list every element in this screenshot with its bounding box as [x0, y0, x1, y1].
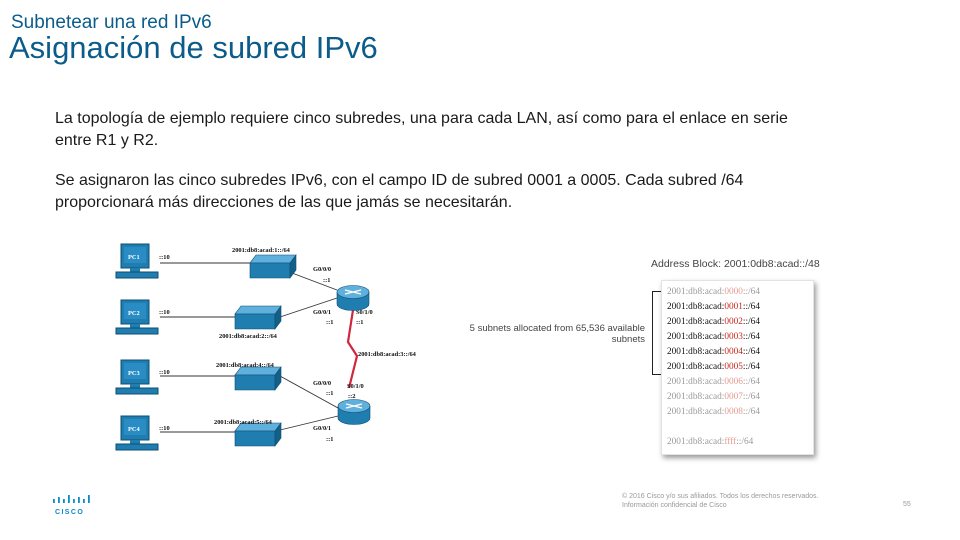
- interface-label: G0/0/0: [313, 380, 331, 387]
- interface-id: ::1: [326, 390, 333, 397]
- cisco-logo: CISCO: [53, 495, 90, 516]
- cisco-logo-text: CISCO: [55, 509, 84, 516]
- interface-label: S0/1/0: [356, 309, 373, 316]
- allocation-bracket: [652, 291, 661, 375]
- pc-label: PC2: [128, 310, 140, 317]
- pc1-icon: [115, 243, 159, 279]
- router-r2-icon: [337, 399, 371, 425]
- subnet-row: 2001:db8:acad:ffff::/64: [667, 437, 754, 447]
- page-number: 55: [903, 501, 911, 508]
- interface-id: ::1: [356, 319, 363, 326]
- allocated-note: 5 subnets allocated from 65,536 availabl…: [469, 323, 645, 345]
- pc2-icon: [115, 299, 159, 335]
- switch-icon: [234, 422, 282, 447]
- subnet-row: 2001:db8:acad:0004::/64: [667, 347, 760, 357]
- host-id: ::10: [159, 369, 170, 376]
- interface-label: G0/0/0: [313, 266, 331, 273]
- slide-subtitle: Subnetear una red IPv6: [11, 12, 212, 33]
- address-block-title: Address Block: 2001:0db8:acad::/48: [651, 258, 820, 270]
- subnet-row: 2001:db8:acad:0000::/64: [667, 287, 760, 297]
- pc-label: PC3: [128, 370, 140, 377]
- pc3-icon: [115, 359, 159, 395]
- network-prefix: 2001:db8:acad:2::/64: [219, 333, 278, 340]
- interface-label: S0/1/0: [347, 383, 364, 390]
- network-topology-diagram: PC1 PC2 PC3 PC4 ::10 ::10 ::10 ::10 2001…: [115, 243, 417, 451]
- slide-title: Asignación de subred IPv6: [9, 30, 378, 65]
- router-r1-icon: [336, 285, 370, 311]
- subnet-row: 2001:db8:acad:0003::/64: [667, 332, 760, 342]
- copyright-notice: © 2016 Cisco y/o sus afiliados. Todos lo…: [622, 493, 819, 509]
- interface-id: ::1: [326, 436, 333, 443]
- interface-label: G0/0/1: [313, 309, 331, 316]
- network-prefix: 2001:db8:acad:5::/64: [214, 419, 273, 426]
- switch-icon: [234, 366, 282, 391]
- subnet-row: 2001:db8:acad:0007::/64: [667, 392, 760, 402]
- pc4-icon: [115, 415, 159, 451]
- switch-icon: [249, 254, 297, 279]
- paragraph-assignment: Se asignaron las cinco subredes IPv6, co…: [55, 172, 744, 211]
- pc-label: PC4: [128, 426, 141, 433]
- pc-label: PC1: [128, 254, 140, 261]
- subnet-row: 2001:db8:acad:0001::/64: [667, 302, 760, 312]
- address-block-list: 2001:db8:acad:0000::/64 2001:db8:acad:00…: [661, 280, 814, 455]
- network-prefix: 2001:db8:acad:1::/64: [232, 247, 291, 254]
- network-prefix: 2001:db8:acad:3::/64: [358, 351, 417, 358]
- subnet-row: 2001:db8:acad:0006::/64: [667, 377, 760, 387]
- host-id: ::10: [159, 254, 170, 261]
- host-id: ::10: [159, 309, 170, 316]
- interface-id: ::2: [348, 393, 355, 400]
- subnet-row: 2001:db8:acad:0008::/64: [667, 407, 760, 417]
- interface-label: G0/0/1: [313, 425, 331, 432]
- subnet-row: 2001:db8:acad:0005::/64: [667, 362, 760, 372]
- interface-id: ::1: [323, 277, 330, 284]
- paragraph-topology: La topología de ejemplo requiere cinco s…: [55, 110, 788, 149]
- switch-icon: [234, 305, 282, 330]
- subnet-row: 2001:db8:acad:0002::/64: [667, 317, 760, 327]
- network-prefix: 2001:db8:acad:4::/64: [216, 362, 275, 369]
- interface-id: ::1: [326, 319, 333, 326]
- serial-link: [346, 309, 359, 389]
- host-id: ::10: [159, 425, 170, 432]
